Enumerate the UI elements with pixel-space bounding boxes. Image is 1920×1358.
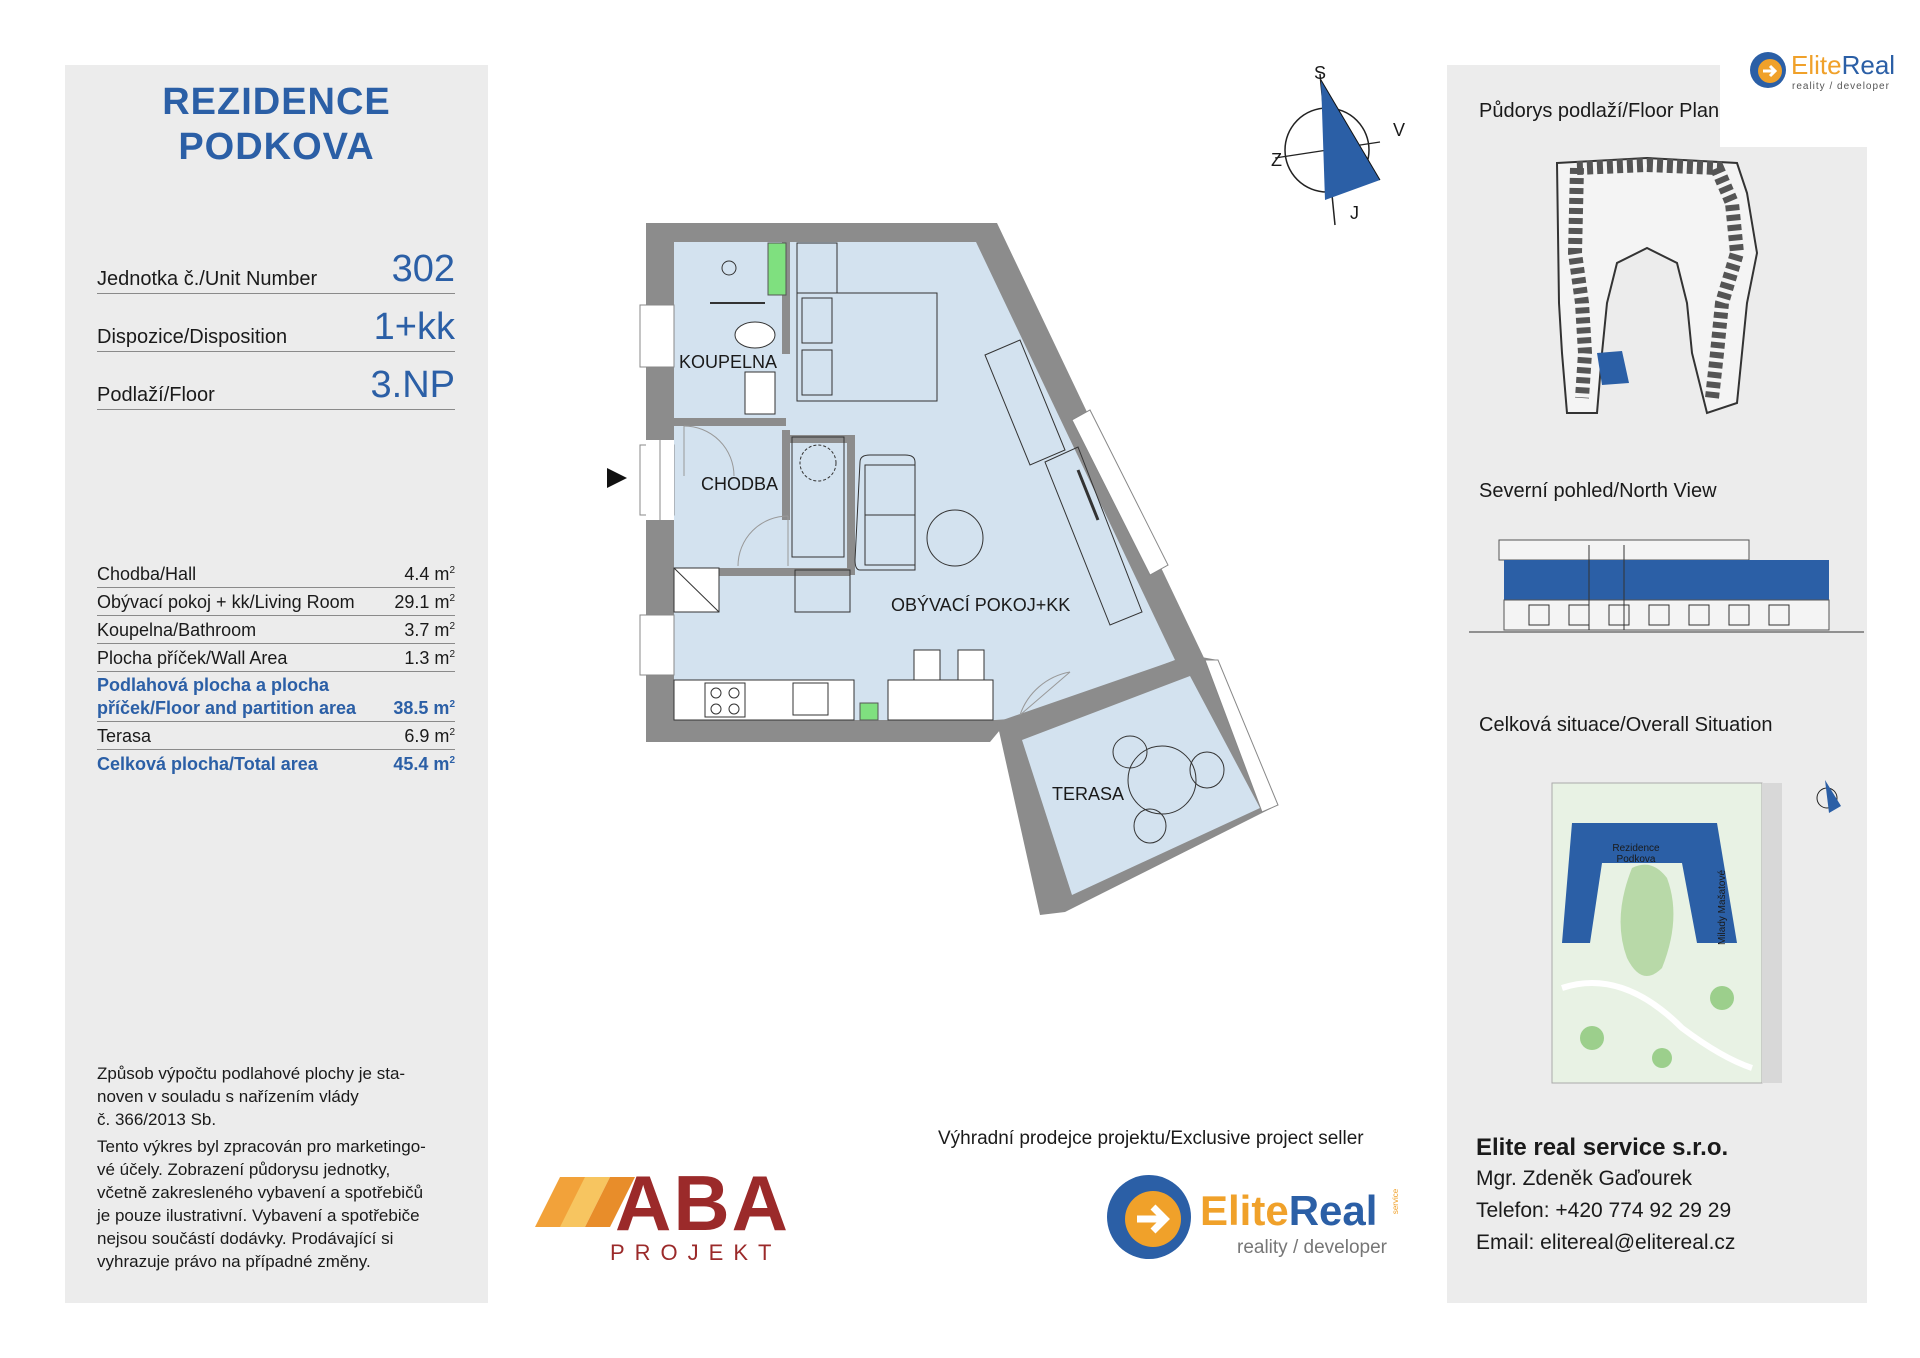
floor-value: 3.NP (370, 364, 455, 406)
area-label: Plocha příček/Wall Area (97, 648, 288, 668)
area-row-hall: Chodba/Hall 4.4 m2 (97, 560, 455, 588)
north-elevation (1469, 539, 1864, 633)
area-value: 38.5 m2 (393, 698, 455, 718)
context-panel: Půdorys podlaží/Floor Plan Severní pohle… (1447, 65, 1867, 1303)
contact-email[interactable]: Email: elitereal@elitereal.cz (1476, 1231, 1736, 1254)
area-row-bathroom: Koupelna/Bathroom 3.7 m2 (97, 616, 455, 644)
unit-floor-plan (607, 223, 1279, 915)
map-building-label: Rezidence Podkova (1612, 843, 1660, 865)
elitereal-logo-large: EliteReal service reality / developer (1105, 1165, 1405, 1275)
area-value: 45.4 m2 (393, 754, 455, 774)
info-panel: REZIDENCE PODKOVA Jednotka č./Unit Numbe… (65, 65, 488, 1303)
situation-title: Celková situace/Overall Situation (1479, 714, 1773, 736)
floor-plan-title: Půdorys podlaží/Floor Plan (1479, 100, 1720, 122)
project-title-line1: REZIDENCE (162, 81, 391, 123)
room-label-bathroom: KOUPELNA (679, 352, 778, 372)
area-label: Chodba/Hall (97, 564, 197, 584)
elitereal-tagline: reality / developer (1237, 1237, 1387, 1258)
room-label-terrace: TERASA (1052, 784, 1125, 804)
project-title-line2: PODKOVA (178, 126, 375, 168)
floor-label: Podlaží/Floor (97, 384, 215, 406)
compass-label-east: V (1393, 120, 1406, 140)
area-row-terrace: Terasa 6.9 m2 (97, 722, 455, 750)
area-label: Terasa (97, 726, 152, 746)
area-value: 4.4 m2 (404, 564, 455, 584)
unit-number-label: Jednotka č./Unit Number (97, 268, 318, 290)
seller-label: Výhradní prodejce projektu/Exclusive pro… (938, 1128, 1364, 1149)
unit-number-value: 302 (391, 248, 455, 290)
living-floor (674, 242, 1175, 720)
area-row-walls: Plocha příček/Wall Area 1.3 m2 (97, 644, 455, 672)
room-label-hall: CHODBA (701, 474, 779, 494)
logo-backdrop (1720, 65, 1867, 147)
contact-person: Mgr. Zdeněk Gaďourek (1476, 1167, 1693, 1190)
area-label: Podlahová plocha a plocha (97, 675, 330, 695)
north-view-title: Severní pohled/North View (1479, 480, 1717, 502)
contact-phone[interactable]: Telefon: +420 774 92 29 29 (1476, 1199, 1732, 1222)
area-row-floor-partition: Podlahová plocha a plocha příček/Floor a… (97, 672, 455, 722)
area-value: 29.1 m2 (394, 592, 455, 612)
area-value: 6.9 m2 (404, 726, 455, 746)
elitereal-small-brand: EliteReal (1791, 50, 1896, 80)
disclaimer-note: Tento výkres byl zpracován pro marketing… (97, 1137, 426, 1271)
area-label: Obývací pokoj + kk/Living Room (97, 592, 355, 612)
aba-name: ABA (615, 1159, 790, 1247)
area-value: 3.7 m2 (404, 620, 455, 640)
disposition-value: 1+kk (373, 306, 455, 348)
elitereal-service: service (1391, 1188, 1401, 1215)
area-value: 1.3 m2 (404, 648, 455, 668)
aba-stripes-icon (535, 1177, 635, 1227)
building-floor-plan (1555, 156, 1759, 415)
area-label: příček/Floor and partition area (97, 698, 357, 718)
compass-label-south: J (1350, 203, 1359, 223)
compass-label-north: S (1314, 63, 1327, 83)
site-map (1551, 780, 1841, 1084)
calculation-note: Způsob výpočtu podlahové plochy je sta- … (97, 1064, 406, 1129)
compass-rose-icon (1274, 73, 1381, 226)
company-name: Elite real service s.r.o. (1476, 1134, 1729, 1161)
elitereal-brand: EliteReal (1200, 1187, 1378, 1234)
elitereal-mark-icon (1750, 52, 1786, 88)
terrace-floor (1022, 676, 1260, 895)
disposition-row: Dispozice/Disposition 1+kk (97, 306, 455, 352)
area-label: Koupelna/Bathroom (97, 620, 257, 640)
floor-row: Podlaží/Floor 3.NP (97, 364, 455, 410)
compass-label-west: Z (1271, 150, 1282, 170)
elitereal-small-tagline: reality / developer (1792, 81, 1890, 92)
elitereal-logo-small: EliteReal reality / developer (1749, 46, 1899, 98)
room-label-living: OBÝVACÍ POKOJ+KK (891, 595, 1071, 615)
aba-projekt-logo: ABA PROJEKT (530, 1159, 800, 1272)
area-row-total: Celková plocha/Total area 45.4 m2 (97, 750, 455, 777)
unit-number-row: Jednotka č./Unit Number 302 (97, 248, 455, 294)
area-label: Celková plocha/Total area (97, 754, 318, 774)
disposition-label: Dispozice/Disposition (97, 326, 288, 348)
elitereal-mark-large-icon (1107, 1175, 1191, 1259)
entry-arrow-icon (607, 468, 627, 488)
map-street-label: Milady Mašatové (1717, 869, 1728, 945)
area-row-living: Obývací pokoj + kk/Living Room 29.1 m2 (97, 588, 455, 616)
aba-sub: PROJEKT (610, 1240, 782, 1265)
